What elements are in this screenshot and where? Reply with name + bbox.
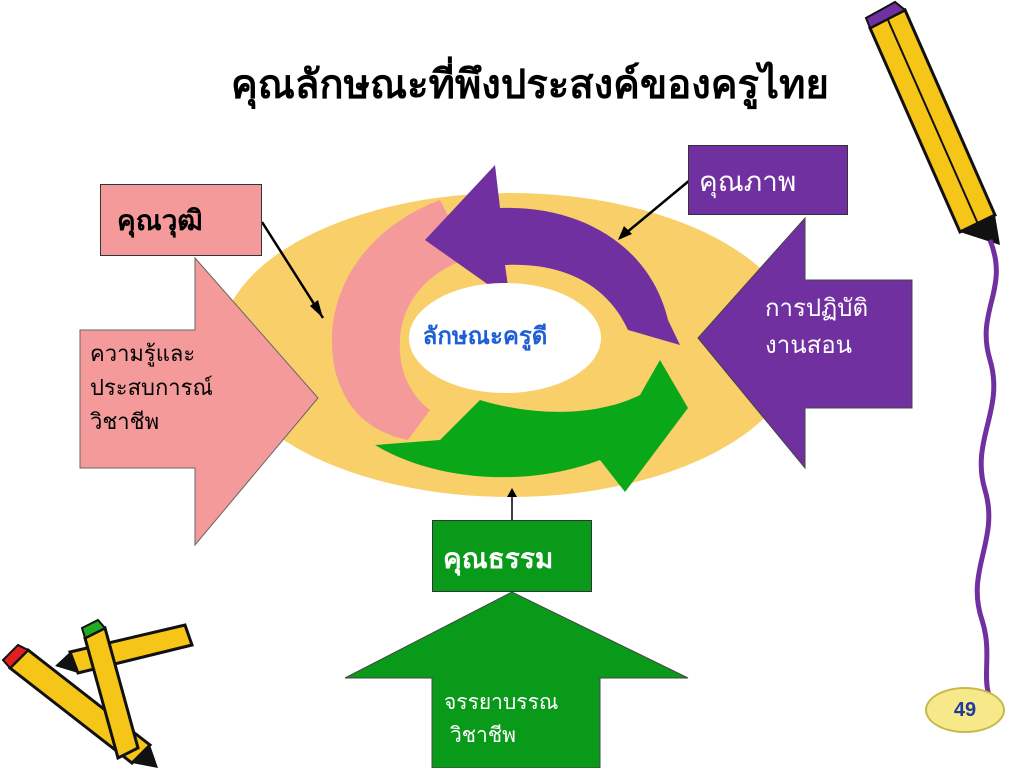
- education-connector: [260, 221, 325, 319]
- teaching-line-2: งานสอน: [765, 331, 853, 360]
- ethics-line-2: วิชาชีพ: [450, 722, 516, 747]
- ethics-text: จรรยาบรรณ วิชาชีพ: [444, 686, 558, 751]
- morality-connector-head: [507, 488, 517, 497]
- knowledge-line-2: ประสบการณ์: [90, 376, 213, 402]
- cycle-purple: [425, 165, 680, 345]
- teaching-arrow: [697, 216, 913, 470]
- quality-label: คุณภาพ: [699, 165, 797, 198]
- quality-connector: [619, 179, 691, 239]
- ethics-line-1: จรรยาบรรณ: [444, 690, 559, 714]
- knowledge-line-1: ความรู้และ: [90, 342, 196, 367]
- ethics-arrow: [344, 591, 689, 768]
- knowledge-line-3: วิชาชีพ: [90, 410, 160, 436]
- knowledge-arrow: [79, 256, 319, 547]
- knowledge-text: ความรู้และ ประสบการณ์ วิชาชีพ: [90, 338, 213, 440]
- morality-label: คุณธรรม: [443, 542, 554, 575]
- teaching-text: การปฏิบัติ งานสอน: [765, 290, 868, 364]
- quality-box: คุณภาพ: [688, 145, 848, 215]
- page-number: 49: [925, 687, 1005, 733]
- morality-box: คุณธรรม: [432, 520, 592, 592]
- pencil-decoration-right: [864, 0, 1002, 712]
- center-label: ลักษณะครูดี: [422, 321, 548, 350]
- teaching-line-1: การปฏิบัติ: [765, 294, 869, 322]
- center-cloud: [409, 283, 601, 393]
- quality-connector-head: [618, 226, 632, 240]
- education-connector-head: [310, 300, 323, 318]
- page-title: คุณลักษณะที่พึงประสงค์ของครูไทย: [231, 61, 829, 108]
- education-label: คุณวุฒิ: [117, 204, 203, 237]
- education-box: คุณวุฒิ: [100, 184, 262, 256]
- cycle-green: [375, 360, 688, 492]
- pencil-decoration-left: [1, 618, 194, 768]
- cycle-pink: [331, 200, 470, 440]
